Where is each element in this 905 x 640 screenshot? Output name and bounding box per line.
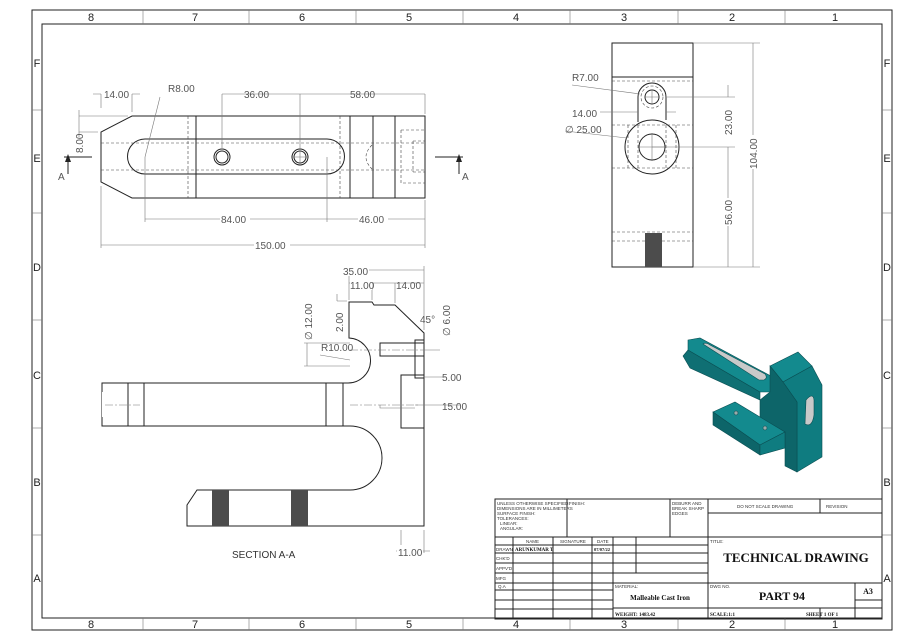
zone-column-label: 8 (88, 12, 94, 24)
dim-chamfer-width: 14.00 (396, 281, 421, 292)
dim-chamfer-height: 8.00 (75, 133, 86, 153)
top-view: 14.00 R8.00 36.00 58.00 8.00 84.00 46.00… (58, 84, 469, 252)
zone-column-label: 3 (621, 12, 627, 24)
zone-row-label: F (34, 58, 41, 70)
section-view-a-a: 35.00 11.00 14.00 2.00 ∅ 12.00 R10.00 45… (101, 264, 467, 561)
right-view: R7.00 14.00 ∅ 25.00 23.00 56.00 104.00 (564, 42, 760, 268)
role-qa: Q.A (498, 584, 506, 589)
dim-bore-diameter: ∅ 25.00 (565, 125, 602, 136)
dim-step-width: 11.00 (350, 281, 375, 292)
scale: SCALE:1:1 (710, 613, 736, 618)
dim-bore-height: 56.00 (724, 200, 735, 225)
zone-column-label: 1 (832, 12, 838, 24)
dim-slot-radius: R8.00 (168, 84, 195, 95)
finish-label: FINISH: (569, 501, 585, 506)
dim-chamfer-angle: 45° (420, 315, 435, 326)
dim-center-spacing: 23.00 (724, 110, 735, 135)
zone-column-label: 7 (192, 12, 198, 24)
zone-row-label: D (883, 262, 891, 274)
zone-column-label: 5 (406, 12, 412, 24)
dim-overall-length: 150.00 (255, 241, 286, 252)
role-mfg: MFG (496, 576, 506, 581)
zone-column-label: 2 (729, 619, 735, 631)
svg-text:A: A (58, 172, 65, 183)
zone-row-label: D (33, 262, 41, 274)
role-checked: CHK'D (496, 556, 510, 561)
dwg-no-label: DWG NO. (710, 584, 730, 589)
dim-small-radius: R7.00 (572, 73, 599, 84)
svg-text:A: A (462, 172, 469, 183)
zone-column-label: 3 (621, 619, 627, 631)
dim-slot-length: 84.00 (221, 215, 246, 226)
section-cut-marker-right: A (435, 154, 469, 183)
sheet-size: A3 (863, 587, 873, 596)
dim-overall-height: 104.00 (749, 138, 760, 169)
zone-row-label: E (33, 153, 40, 165)
zone-column-label: 1 (832, 619, 838, 631)
dim-groove-radius: R10.00 (321, 343, 354, 354)
sheet-count: SHEET 1 OF 1 (806, 613, 839, 618)
dim-groove-diameter: ∅ 12.00 (304, 303, 315, 340)
drawing-title: TECHNICAL DRAWING (723, 550, 869, 565)
dim-hole-spacing: 36.00 (244, 90, 269, 101)
isometric-view (682, 337, 823, 473)
drawn-by-name: ARUNKUMAR T (515, 548, 554, 553)
name-header: NAME (526, 539, 539, 544)
dim-hole-diameter: ∅ 6.00 (442, 305, 453, 336)
zone-row-label: B (33, 477, 40, 489)
role-drawn: DRAWN (496, 547, 513, 552)
signature-header: SIGNATURE (560, 539, 586, 544)
zone-column-label: 5 (406, 619, 412, 631)
dim-slot-to-end: 46.00 (359, 215, 384, 226)
zone-column-label: 6 (299, 619, 305, 631)
do-not-scale-note: DO NOT SCALE DRAWING (737, 504, 794, 509)
dim-top-width: 35.00 (343, 267, 368, 278)
zone-column-label: 4 (513, 619, 519, 631)
deburr-note: DEBURR AND BREAK SHARP EDGES (672, 501, 705, 516)
zone-row-label: C (33, 370, 41, 382)
zone-row-label: C (883, 370, 891, 382)
section-view-label: SECTION A-A (232, 550, 296, 561)
tolerance-notes: UNLESS OTHERWISE SPECIFIED: DIMENSIONS A… (497, 501, 574, 531)
material-label: MATERIAL: (615, 584, 638, 589)
material-value: Malleable Cast Iron (630, 594, 690, 602)
dim-wall-thickness: 11.00 (398, 548, 423, 559)
dim-hole-to-end: 58.00 (350, 90, 375, 101)
dim-chamfer-length: 14.00 (104, 90, 129, 101)
title-label: TITLE: (710, 539, 724, 544)
zone-column-label: 2 (729, 12, 735, 24)
zone-row-label: A (33, 573, 41, 585)
dim-counterbore-depth: 5.00 (442, 373, 462, 384)
zone-column-label: 8 (88, 619, 94, 631)
dim-step-depth: 2.00 (335, 312, 346, 332)
zone-row-label: A (883, 573, 891, 585)
drawing-number: PART 94 (759, 589, 805, 603)
drawn-date: 07/07/22 (594, 547, 611, 552)
weight: WEIGHT: 1483.42 (615, 613, 656, 618)
dim-counterbore-width: 15.00 (442, 402, 467, 413)
zone-row-label: E (883, 153, 890, 165)
role-approved: APPV'D (496, 566, 513, 571)
section-cut-marker-left: A (58, 154, 92, 183)
zone-row-label: F (884, 58, 891, 70)
zone-row-label: B (883, 477, 890, 489)
dim-slot-width: 14.00 (572, 109, 597, 120)
date-header: DATE (597, 539, 609, 544)
zone-column-label: 7 (192, 619, 198, 631)
title-block: UNLESS OTHERWISE SPECIFIED: DIMENSIONS A… (494, 498, 883, 620)
zone-column-label: 6 (299, 12, 305, 24)
zone-column-label: 4 (513, 12, 519, 24)
revision-label: REVISION (826, 504, 848, 509)
